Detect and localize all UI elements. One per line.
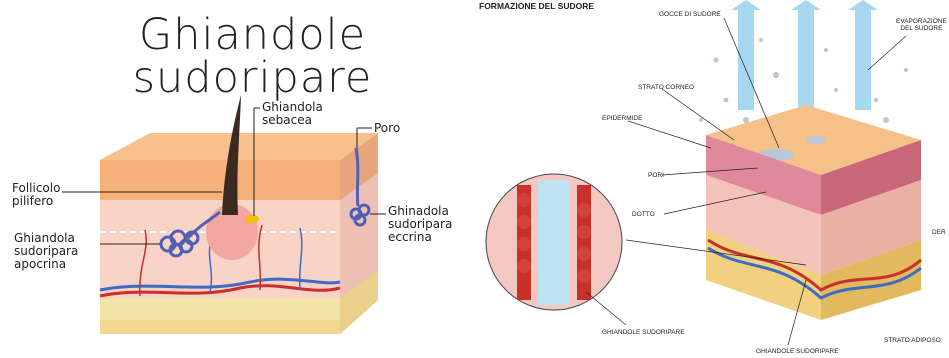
label-derma: DER	[932, 229, 946, 236]
label-dotto: DOTTO	[632, 211, 655, 218]
label-ghiandole-sudoripare-1: GHIANDOLE SUDORIPARE	[602, 329, 685, 336]
epidermis-layer	[100, 160, 340, 200]
label-evaporazione: EVAPORAZIONE DEL SUDORE	[896, 18, 947, 32]
diagram-title-line1: Ghiandole	[105, 12, 400, 58]
label-pori: PORI	[648, 172, 664, 179]
right-diagram-title: FORMAZIONE DEL SUDORE	[479, 1, 594, 11]
label-ghiandola-sebacea: Ghiandola sebacea	[262, 101, 323, 127]
left-panel: Ghiandole sudoripare Ghiandola sebacea P…	[0, 0, 470, 358]
label-ghiandola-eccrina: Ghinadola sudoripara eccrina	[388, 205, 452, 244]
diagram-title-line2: sudoripare	[105, 55, 400, 101]
sebaceous-gland	[245, 215, 259, 223]
label-poro: Poro	[374, 122, 400, 135]
label-ghiandole-sudoripare-2: GHIANDOLE SUDORIPARE	[756, 348, 839, 355]
label-strato-adiposo: STRATO ADIPOSO	[884, 337, 941, 344]
label-follicolo-pilifero: Follicolo pilifero	[12, 182, 60, 208]
right-panel: FORMAZIONE DEL SUDORE GOCCE DI SUDORE EV…	[476, 0, 949, 358]
label-ghiandola-apocrina: Ghiandola sudoripara apocrina	[14, 232, 78, 271]
label-strato-corneo: STRATO CORNEO	[638, 84, 694, 91]
fat-layer	[100, 298, 340, 320]
label-epidermide: EPIDERMIDE	[602, 115, 642, 122]
evaporation-arrows	[731, 0, 878, 110]
sweat-formation-illustration	[476, 0, 949, 358]
label-gocce: GOCCE DI SUDORE	[659, 11, 721, 18]
